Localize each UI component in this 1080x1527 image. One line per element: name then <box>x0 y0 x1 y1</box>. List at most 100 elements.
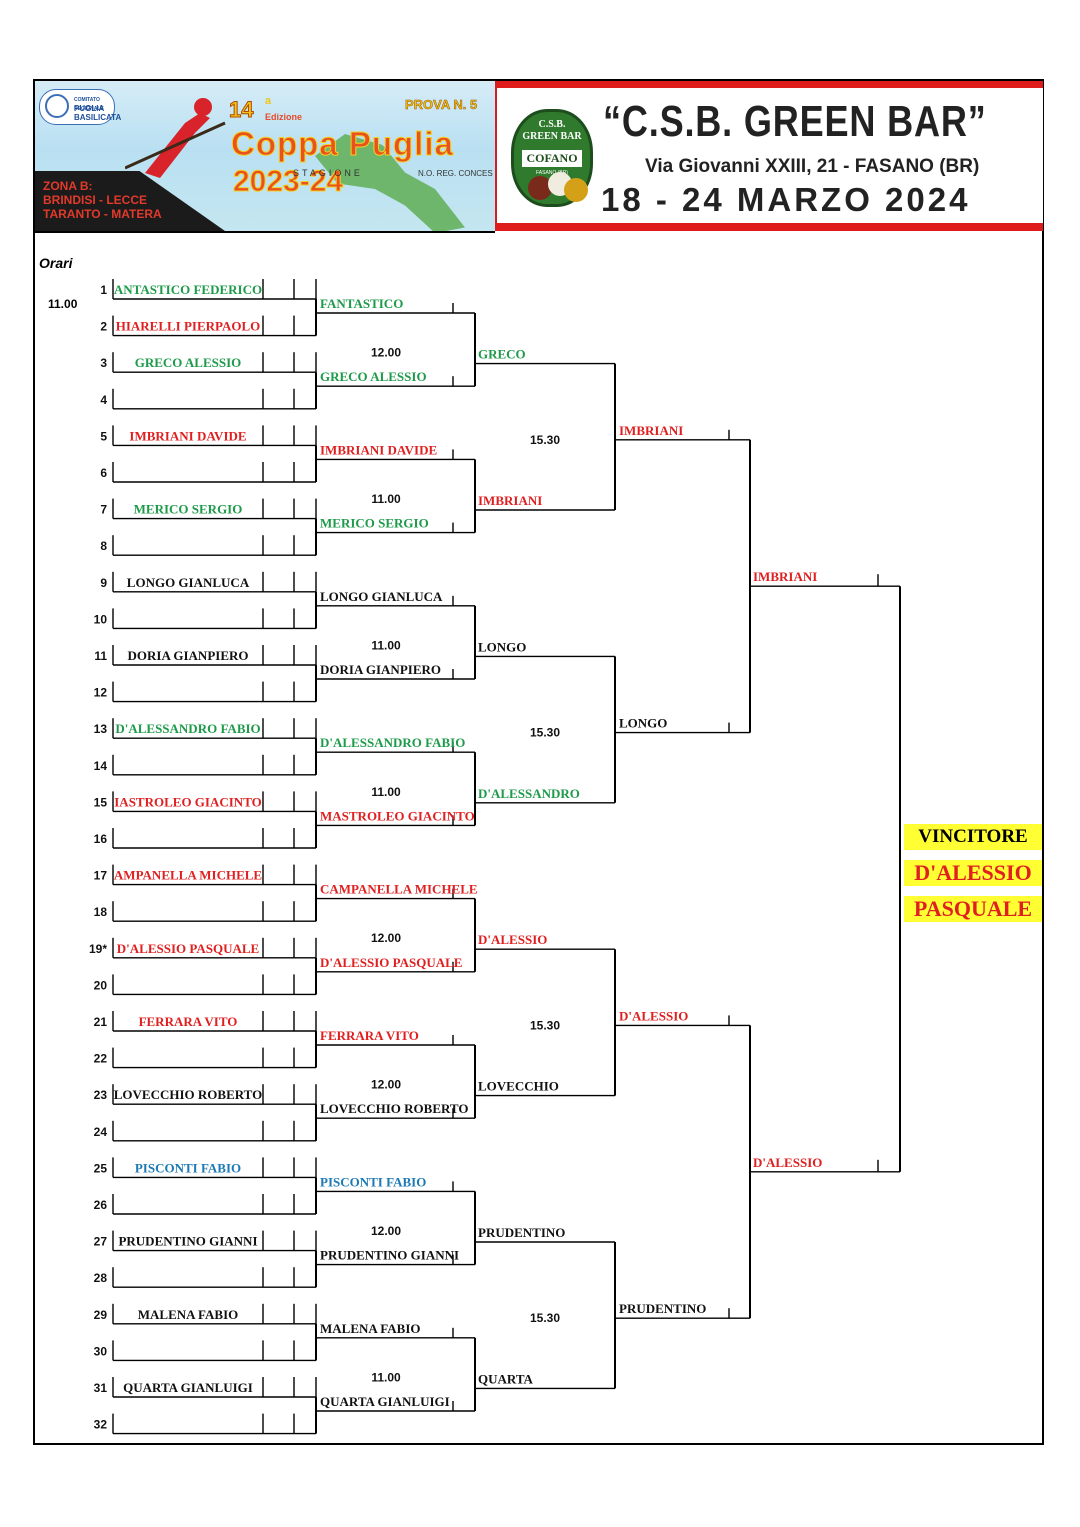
match-time: 15.30 <box>530 433 560 447</box>
match-time: 15.30 <box>530 1018 560 1032</box>
player-name: QUARTA GIANLUIGI <box>123 1380 253 1395</box>
round4-name: PRUDENTINO <box>619 1301 706 1316</box>
seed-number: 31 <box>94 1381 108 1395</box>
prova-number: PROVA N. 5 <box>405 97 478 113</box>
player-name: GRECO ALESSIO <box>135 355 242 370</box>
player-name: PISCONTI FABIO <box>135 1160 241 1175</box>
player-name: HIARELLI PIERPAOLO <box>116 319 261 334</box>
edition-suffix: a <box>265 95 272 107</box>
round3-name: LONGO <box>478 639 526 654</box>
player-name: AMPANELLA MICHELE <box>114 868 262 883</box>
seed-number: 16 <box>94 832 108 846</box>
seed-number: 26 <box>94 1198 108 1212</box>
seed-number: 10 <box>94 612 108 626</box>
player-name: ANTASTICO FEDERICO <box>114 282 262 297</box>
match-time: 11.00 <box>371 785 401 799</box>
winner-line2: PASQUALE <box>904 896 1042 922</box>
round2-name: CAMPANELLA MICHELE <box>320 882 478 897</box>
round4-name: D'ALESSIO <box>619 1008 688 1023</box>
seed-number: 20 <box>94 978 108 992</box>
player-name: DORIA GIANPIERO <box>128 648 249 663</box>
seed-number: 27 <box>94 1235 108 1249</box>
round3-name: PRUDENTINO <box>478 1225 565 1240</box>
season-word: STAGIONE <box>293 168 363 178</box>
club-logo-city: FASANO (BR) <box>536 170 568 176</box>
player-name: IMBRIANI DAVIDE <box>129 428 246 443</box>
round2-name: IMBRIANI DAVIDE <box>320 442 437 457</box>
round2-name: MASTROLEO GIACINTO <box>320 808 475 823</box>
match-time: 12.00 <box>371 1224 401 1238</box>
round4-name: LONGO <box>619 716 667 731</box>
round3-name: QUARTA <box>478 1371 534 1386</box>
club-logo-line1: C.S.B. <box>538 119 566 130</box>
club-banner: C.S.B. GREEN BAR COFANO FASANO (BR) “C.S… <box>495 81 1043 231</box>
match-time: 15.30 <box>530 726 560 740</box>
match-time: 12.00 <box>371 1078 401 1092</box>
first-time: 11.00 <box>48 297 78 311</box>
seed-number: 24 <box>94 1125 108 1139</box>
seed-number: 8 <box>100 539 107 553</box>
seed-number: 17 <box>94 869 108 883</box>
seed-number: 15 <box>94 795 108 809</box>
organizer-name: PUGLIA BASILICATA <box>74 104 122 122</box>
player-name: D'ALESSIO PASQUALE <box>117 941 259 956</box>
seed-number: 11 <box>94 649 107 663</box>
club-title: “C.S.B. GREEN BAR” <box>603 97 987 146</box>
player-name: IASTROLEO GIACINTO <box>114 794 262 809</box>
round2-name: D'ALESSIO PASQUALE <box>320 955 462 970</box>
player-name: LOVECCHIO ROBERTO <box>114 1087 262 1102</box>
seed-number: 25 <box>94 1161 108 1175</box>
seed-number: 30 <box>94 1344 108 1358</box>
seed-number: 12 <box>94 686 108 700</box>
round3-name: D'ALESSANDRO <box>478 786 580 801</box>
round2-name: DORIA GIANPIERO <box>320 662 441 677</box>
player-name: MALENA FABIO <box>138 1307 239 1322</box>
club-logo-line2: GREEN BAR <box>522 131 582 142</box>
round2-name: FERRARA VITO <box>320 1028 419 1043</box>
player-name: MERICO SERGIO <box>134 502 243 517</box>
federation-logo: COMITATO REGIONALE PUGLIA BASILICATA <box>39 89 122 125</box>
organizer-small: COMITATO REGIONALE <box>74 97 104 112</box>
round2-name: PISCONTI FABIO <box>320 1174 426 1189</box>
match-time: 12.00 <box>371 931 401 945</box>
page-frame <box>33 79 1044 1445</box>
seed-number: 18 <box>94 905 108 919</box>
match-time: 15.30 <box>530 1311 560 1325</box>
player-name: PRUDENTINO GIANNI <box>118 1234 257 1249</box>
round4-name: IMBRIANI <box>619 423 683 438</box>
federation-emblem-icon <box>45 94 69 118</box>
club-logo: C.S.B. GREEN BAR COFANO FASANO (BR) <box>511 109 593 207</box>
coppa-puglia-banner: COMITATO REGIONALE PUGLIA BASILICATA 14 … <box>35 81 495 233</box>
seed-number: 22 <box>94 1052 108 1066</box>
orari-label: Orari <box>39 255 73 271</box>
round2-name: D'ALESSANDRO FABIO <box>320 735 465 750</box>
round2-name: PRUDENTINO GIANNI <box>320 1248 459 1263</box>
zone-line1: BRINDISI - LECCE <box>43 193 148 207</box>
round3-name: LOVECCHIO <box>478 1079 559 1094</box>
round2-name: MERICO SERGIO <box>320 516 429 531</box>
seed-number: 29 <box>94 1308 108 1322</box>
round5-name: IMBRIANI <box>753 569 817 584</box>
seed-number: 3 <box>100 356 107 370</box>
season-years: 2023-24 <box>232 165 344 199</box>
seed-number: 4 <box>100 393 107 407</box>
winner-line1: D'ALESSIO <box>904 860 1042 886</box>
reg-code: N.O. REG. CONCES <box>418 169 493 178</box>
zone-line2: TARANTO - MATERA <box>43 207 162 221</box>
edition-word: Edizione <box>265 112 303 122</box>
player-name: D'ALESSANDRO FABIO <box>115 721 260 736</box>
seed-number: 14 <box>94 759 108 773</box>
round2-name: QUARTA GIANLUIGI <box>320 1394 450 1409</box>
seed-number: 5 <box>100 429 107 443</box>
seed-number: 21 <box>94 1015 108 1029</box>
round5-name: D'ALESSIO <box>753 1155 822 1170</box>
round2-name: LOVECCHIO ROBERTO <box>320 1101 468 1116</box>
seed-number: 32 <box>94 1418 108 1432</box>
seed-number: 9 <box>100 576 107 590</box>
billiard-ball-icon <box>564 178 588 202</box>
seed-number: 23 <box>94 1088 108 1102</box>
seed-number: 19* <box>89 942 107 956</box>
match-time: 11.00 <box>371 638 401 652</box>
edition-number: 14 <box>228 97 254 123</box>
round2-name: LONGO GIANLUCA <box>320 589 443 604</box>
